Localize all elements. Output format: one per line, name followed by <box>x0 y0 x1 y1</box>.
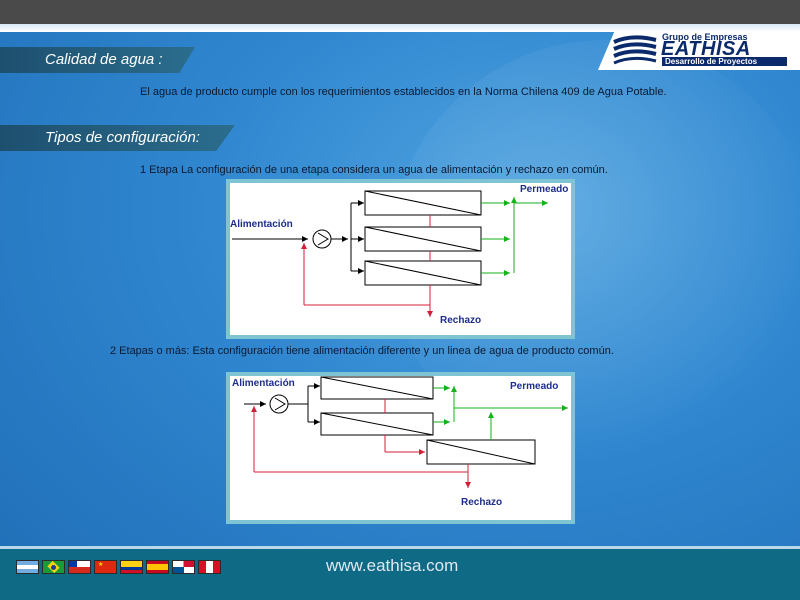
flag-argentina-icon[interactable] <box>16 560 39 574</box>
footer-divider <box>0 546 800 549</box>
footer <box>0 549 800 600</box>
one-stage-diagram: Alimentación Permeado Rechazo <box>226 179 575 339</box>
flag-colombia-icon[interactable] <box>120 560 143 574</box>
flag-china-icon[interactable]: ★ <box>94 560 117 574</box>
water-quality-text: El agua de producto cumple con los reque… <box>140 86 667 98</box>
flag-chile-icon[interactable] <box>68 560 91 574</box>
reject-label: Rechazo <box>440 315 482 326</box>
flag-peru-icon[interactable] <box>198 560 221 574</box>
reject-label: Rechazo <box>461 497 503 508</box>
feed-label: Alimentación <box>232 378 295 389</box>
flag-spain-icon[interactable] <box>146 560 169 574</box>
two-stage-diagram: Alimentación Permeado Rechazo <box>226 372 575 524</box>
one-stage-flow-svg <box>232 190 548 317</box>
eathisa-logo-mark-icon <box>613 35 657 65</box>
flag-brazil-icon[interactable] <box>42 560 65 574</box>
permeate-label: Permeado <box>520 184 569 195</box>
permeate-label: Permeado <box>510 381 559 392</box>
two-stage-flow-svg <box>244 376 568 488</box>
brand-tagline: Desarrollo de Proyectos <box>662 57 787 66</box>
section-title-water-quality: Calidad de agua : <box>0 47 195 73</box>
flag-panama-icon[interactable] <box>172 560 195 574</box>
top-bar <box>0 0 800 24</box>
feed-label: Alimentación <box>230 219 293 230</box>
one-stage-text: 1 Etapa La configuración de una etapa co… <box>140 164 608 176</box>
two-stage-text: 2 Etapas o más: Esta configuración tiene… <box>110 345 614 357</box>
country-flags: ★ <box>16 560 221 574</box>
brand-group-label: Grupo de Empresas <box>662 32 748 42</box>
brand-name: EATHISA <box>661 38 751 60</box>
website-link[interactable]: www.eathisa.com <box>326 556 459 575</box>
section-title-configurations: Tipos de configuración: <box>0 125 235 151</box>
top-divider <box>0 24 800 32</box>
